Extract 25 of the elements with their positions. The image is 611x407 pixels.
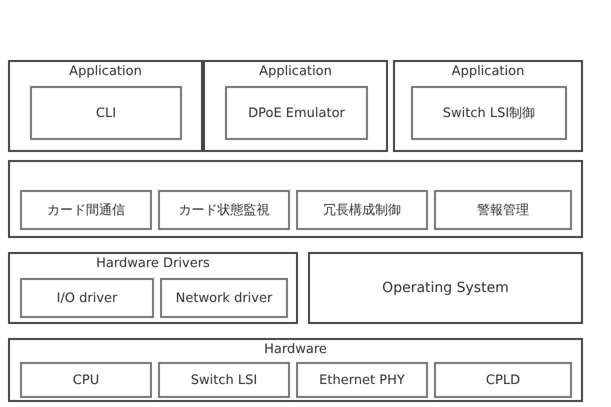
module-box: Ethernet PHY [296, 362, 428, 398]
module-box: Network driver [160, 278, 288, 318]
layer-title: Application [258, 64, 333, 79]
layer-panel [8, 60, 203, 152]
layer-panel [8, 252, 298, 324]
module-box: CLI [30, 86, 182, 140]
layer-title: Application [450, 64, 526, 79]
layer-panel [8, 338, 583, 402]
module-box: DPoE Emulator [225, 86, 368, 140]
module-box: カード間通信 [20, 190, 152, 230]
layer-title: Hardware Drivers [95, 256, 211, 271]
layer-panel [203, 60, 388, 152]
module-box: CPU [20, 362, 152, 398]
layer-title: Hardware [263, 342, 328, 357]
layer-title: Application [68, 64, 143, 79]
module-box: I/O driver [20, 278, 154, 318]
layer-panel [393, 60, 583, 152]
module-box: CPLD [434, 362, 572, 398]
module-box: Switch LSI [158, 362, 290, 398]
module-box: カード状態監視 [158, 190, 290, 230]
module-box: Switch LSI制御 [411, 86, 567, 140]
module-box: 冗長構成制御 [296, 190, 428, 230]
layer-panel [8, 160, 583, 238]
module-box: 警報管理 [434, 190, 572, 230]
layer-panel: Operating System [308, 252, 583, 324]
